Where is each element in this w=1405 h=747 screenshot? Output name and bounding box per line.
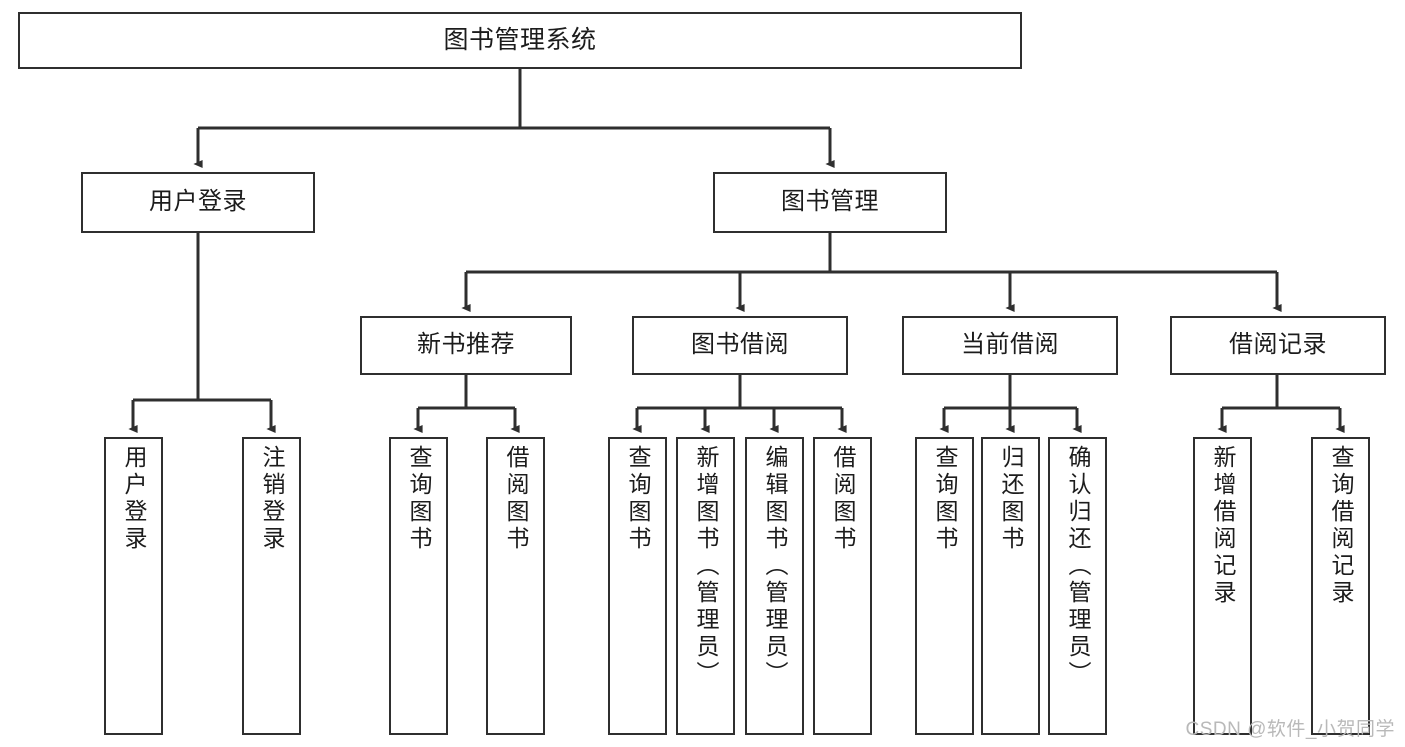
node-leaf-add-book[interactable]: 新增图书（管理员） [676,437,735,735]
node-leaf-add-book-label: 新增图书（管理员） [693,445,719,688]
node-root[interactable]: 图书管理系统 [18,12,1022,69]
node-leaf-logout-label: 注销登录 [259,445,285,553]
node-leaf-user-login-label: 用户登录 [121,445,147,553]
node-leaf-query-book-3-label: 查询图书 [932,445,958,553]
node-book-manage[interactable]: 图书管理 [713,172,947,233]
node-leaf-user-login[interactable]: 用户登录 [104,437,163,735]
node-leaf-return-book-label: 归还图书 [998,445,1024,553]
node-leaf-query-record-label: 查询借阅记录 [1328,445,1354,607]
node-leaf-edit-book[interactable]: 编辑图书（管理员） [745,437,804,735]
node-leaf-confirm-return[interactable]: 确认归还（管理员） [1048,437,1107,735]
node-leaf-borrow-book-1[interactable]: 借阅图书 [486,437,545,735]
node-leaf-query-book-2-label: 查询图书 [625,445,651,553]
node-leaf-edit-book-label: 编辑图书（管理员） [762,445,788,688]
node-root-label: 图书管理系统 [443,25,597,54]
node-leaf-borrow-book-2[interactable]: 借阅图书 [813,437,872,735]
node-leaf-borrow-book-1-label: 借阅图书 [503,445,529,553]
node-leaf-add-record-label: 新增借阅记录 [1210,445,1236,607]
node-leaf-logout[interactable]: 注销登录 [242,437,301,735]
node-new-book-recommend-label: 新书推荐 [417,331,515,359]
node-new-book-recommend[interactable]: 新书推荐 [360,316,572,375]
node-book-borrow[interactable]: 图书借阅 [632,316,848,375]
node-leaf-query-record[interactable]: 查询借阅记录 [1311,437,1370,735]
node-leaf-borrow-book-2-label: 借阅图书 [830,445,856,553]
node-current-borrow-label: 当前借阅 [961,331,1059,359]
node-user-login[interactable]: 用户登录 [81,172,315,233]
node-leaf-confirm-return-label: 确认归还（管理员） [1065,445,1091,688]
node-user-login-label: 用户登录 [149,188,247,216]
node-leaf-query-book-3[interactable]: 查询图书 [915,437,974,735]
node-borrow-record-label: 借阅记录 [1229,331,1327,359]
node-leaf-return-book[interactable]: 归还图书 [981,437,1040,735]
node-borrow-record[interactable]: 借阅记录 [1170,316,1386,375]
node-book-manage-label: 图书管理 [781,188,879,216]
node-current-borrow[interactable]: 当前借阅 [902,316,1118,375]
node-leaf-add-record[interactable]: 新增借阅记录 [1193,437,1252,735]
node-leaf-query-book-1-label: 查询图书 [406,445,432,553]
node-leaf-query-book-2[interactable]: 查询图书 [608,437,667,735]
node-book-borrow-label: 图书借阅 [691,331,789,359]
node-leaf-query-book-1[interactable]: 查询图书 [389,437,448,735]
